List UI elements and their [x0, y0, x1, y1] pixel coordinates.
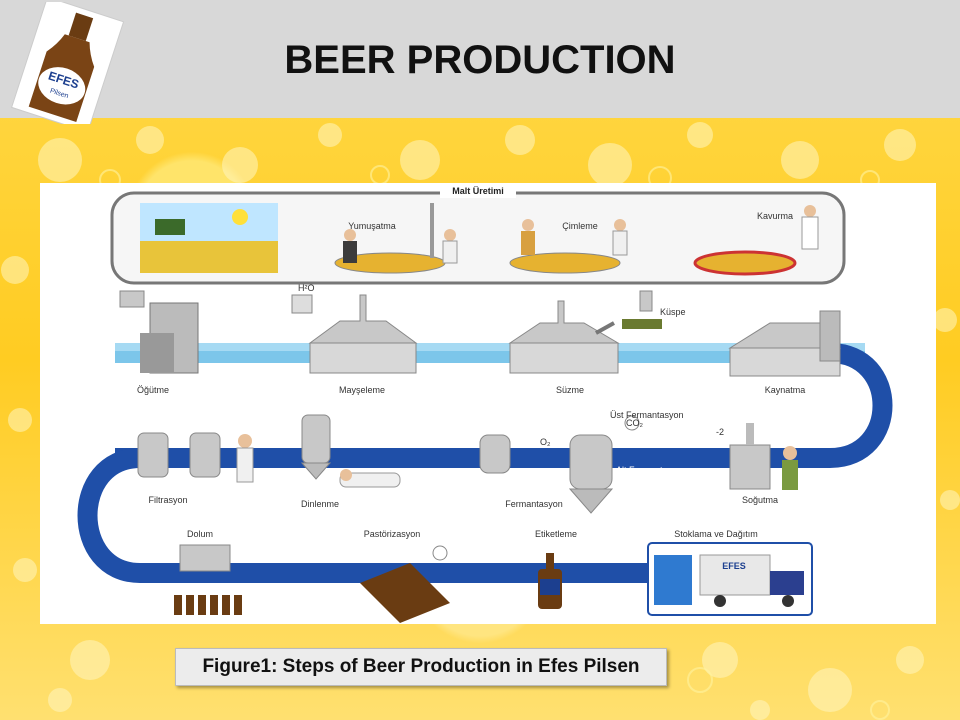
- h2o-label: H²O: [298, 283, 315, 293]
- worker-icon: [801, 205, 819, 250]
- filter-tanks-icon: [137, 432, 254, 483]
- step-label: Filtrasyon: [148, 495, 187, 505]
- step-label: Stoklama ve Dağıtım: [674, 529, 758, 539]
- slide-title: BEER PRODUCTION: [284, 38, 676, 82]
- step-label: Öğütme: [137, 385, 169, 395]
- step-label: Mayşeleme: [339, 385, 385, 395]
- scientist-icon: [236, 434, 254, 483]
- labeled-bottle-icon: [538, 553, 562, 609]
- step-label: Soğutma: [742, 495, 778, 505]
- malt-step-label: Yumuşatma: [348, 221, 396, 231]
- step-label: Pastörizasyon: [364, 529, 421, 539]
- step-label: Dinlenme: [301, 499, 339, 509]
- brew-kettle-icon: [728, 310, 842, 377]
- malt-production-panel: Malt Üretimi Yumuşatma Çimleme Kavurma: [110, 185, 846, 285]
- pasteurization-icon: [360, 545, 450, 623]
- step-label: Kaynatma: [765, 385, 806, 395]
- malt-title: Malt Üretimi: [452, 186, 504, 196]
- malt-step-label: Kavurma: [757, 211, 793, 221]
- truck-brand-text: EFES: [722, 561, 746, 571]
- rest-tank-icon: [300, 414, 401, 488]
- o2-label: O₂: [540, 437, 551, 447]
- storage-truck-icon: EFES: [647, 542, 813, 616]
- process-pipe: [77, 343, 893, 583]
- mill-icon: [119, 290, 199, 374]
- cooling-unit-icon: [729, 423, 798, 490]
- lauter-tun-icon: [508, 290, 662, 374]
- step-label: Dolum: [187, 529, 213, 539]
- beer-bubbles-background: [1, 122, 960, 720]
- malt-step-label: Çimleme: [562, 221, 598, 231]
- mash-tun-icon: [291, 294, 418, 374]
- scientist-icon: [442, 229, 458, 264]
- filling-machine-icon: [174, 544, 242, 615]
- title-bar: [0, 0, 960, 118]
- fermentation-tank-icon: [479, 415, 640, 514]
- beer-production-diagram: Malt Üretimi Yumuşatma Çimleme Kavurma: [40, 183, 936, 624]
- efes-bottle-icon: EFES Pilsen: [10, 2, 125, 124]
- kuspe-label: Küspe: [660, 307, 686, 317]
- upper-fermentation-label: Üst Fermantasyon: [610, 410, 684, 420]
- step-label: Fermantasyon: [505, 499, 563, 509]
- figure-caption: Figure1: Steps of Beer Production in Efe…: [175, 648, 667, 686]
- co2-label: CO₂: [626, 418, 644, 428]
- worker-icon: [612, 219, 628, 256]
- worker-icon: [521, 219, 535, 255]
- worker-icon: [343, 229, 357, 263]
- step-label: Süzme: [556, 385, 584, 395]
- lower-fermentation-label: Alt Fermantasyon: [616, 465, 687, 475]
- temperature-label: -2: [716, 427, 724, 437]
- step-label: Etiketleme: [535, 529, 577, 539]
